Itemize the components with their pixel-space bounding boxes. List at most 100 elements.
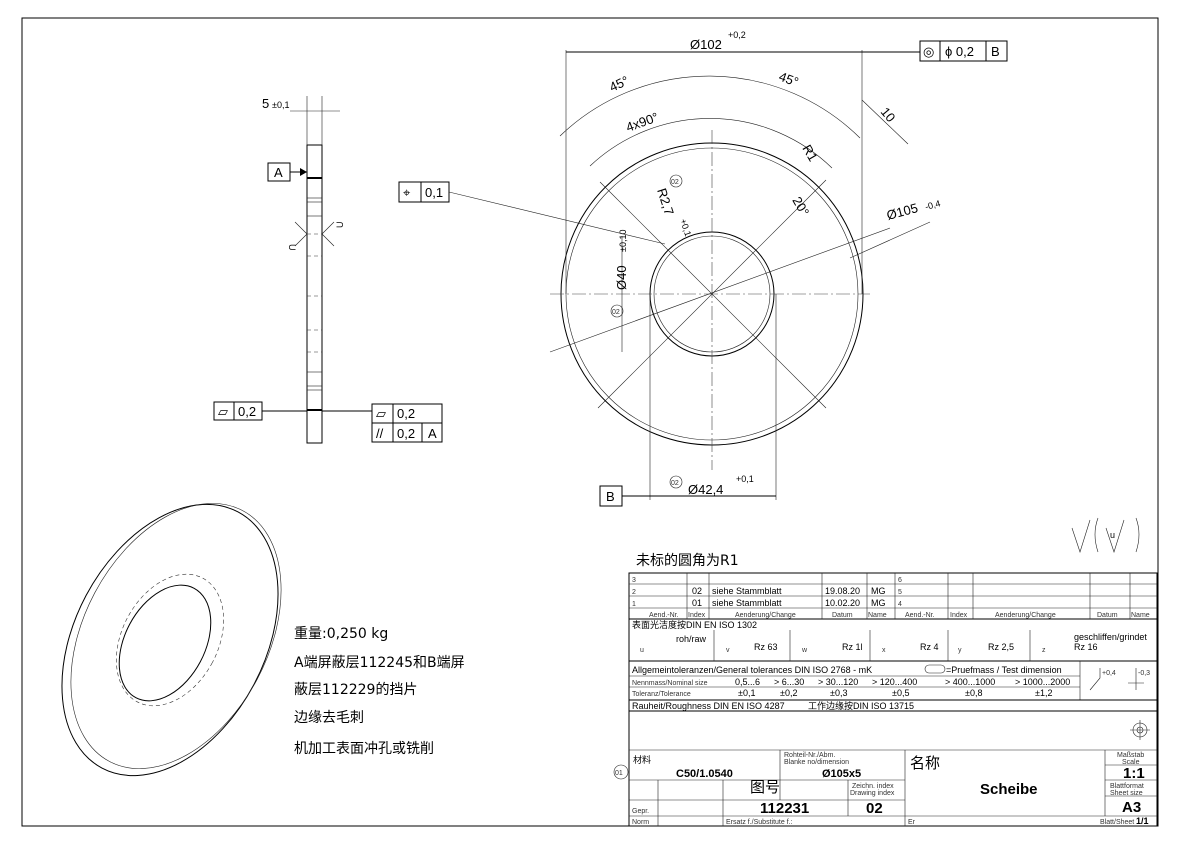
svg-text:x: x — [882, 647, 886, 654]
datum-b-label: B — [606, 489, 615, 504]
svg-text:y: y — [958, 647, 962, 654]
title-block: 3 6 2 02 siehe Stammblatt 19.08.20 MG 5 … — [628, 572, 1158, 827]
svg-text:w: w — [801, 647, 808, 654]
svg-text:Name: Name — [868, 612, 887, 619]
note-line-2: 蔽层112229的挡片 — [294, 682, 417, 698]
side-view: 5 ±0,1 A U U ▱ 0,2 ▱ 0,2 // 0,2 A — [213, 96, 443, 444]
svg-text:MG: MG — [871, 586, 886, 596]
scale-label-2: Scale — [1122, 759, 1140, 766]
svg-text:±0,5: ±0,5 — [892, 688, 909, 698]
thickness-dim: 5 — [262, 96, 269, 111]
target-icon — [1130, 720, 1150, 740]
svg-text:3: 3 — [632, 577, 636, 584]
blank-label-2: Blanke no/dimension — [784, 759, 849, 766]
svg-text:01: 01 — [692, 598, 702, 608]
concentricity-frame: ◎ ϕ 0,2 B — [919, 40, 1008, 62]
change-row-1: 1 01 siehe Stammblatt 10.02.20 MG 4 — [632, 598, 902, 608]
name-label: 名称 — [910, 754, 940, 772]
change-marker-icon — [669, 174, 683, 188]
sheet-size-label-1: Blattformat — [1110, 783, 1144, 790]
dim-notch-radius-tol: +0,1 — [678, 218, 693, 238]
svg-text:roh/raw: roh/raw — [676, 634, 707, 644]
change-headers: Aend.-Nr. Index Aenderung/Change Datum N… — [649, 612, 1150, 619]
svg-text:> 400...1000: > 400...1000 — [945, 677, 995, 687]
svg-text:Rz 2,5: Rz 2,5 — [988, 642, 1014, 652]
svg-text:Aenderung/Change: Aenderung/Change — [995, 612, 1056, 619]
er-label: Er — [908, 819, 916, 826]
svg-text:10.02.20: 10.02.20 — [825, 598, 860, 608]
svg-text:±0,2: ±0,2 — [780, 688, 797, 698]
dim-slot-width: 10 — [878, 104, 899, 125]
svg-text:±0,3: ±0,3 — [830, 688, 847, 698]
svg-text:u: u — [1110, 530, 1115, 540]
dim-angle-right: 45° — [777, 69, 801, 90]
datum-a-label: A — [274, 165, 283, 180]
drawing-no-label: 图号 — [750, 778, 780, 796]
dim-slot-pattern: 4x90° — [624, 109, 661, 135]
dim-slot-radius: R1 — [799, 142, 820, 164]
svg-text:1: 1 — [632, 601, 636, 608]
svg-text:z: z — [1042, 647, 1046, 654]
blank-label-1: Rohteil-Nr./Abm. — [784, 752, 835, 759]
notes: 未标的圆角为R1 重量:0,250 kg A端屏蔽层112245和B端屏 蔽层1… — [294, 553, 739, 780]
svg-text:6: 6 — [898, 577, 902, 584]
part-name: Scheibe — [980, 781, 1038, 798]
dim-dia-102: Ø102 — [690, 37, 722, 52]
svg-text:Index: Index — [950, 612, 968, 619]
svg-text:Datum: Datum — [832, 612, 853, 619]
dim-dia-102-tol: +0,2 — [728, 30, 746, 40]
svg-text:Datum: Datum — [1097, 612, 1118, 619]
surface-title: 表面光洁度按DIN EN ISO 1302 — [632, 619, 757, 630]
note-line-1: A端屏蔽层112245和B端屏 — [294, 655, 465, 671]
change-marker-label-3: 02 — [671, 480, 679, 487]
svg-text:> 120...400: > 120...400 — [872, 677, 917, 687]
nominal-label: Nennmass/Nominal size — [632, 680, 708, 687]
svg-text:Name: Name — [1131, 612, 1150, 619]
svg-text:±0,8: ±0,8 — [965, 688, 982, 698]
svg-text:Aenderung/Change: Aenderung/Change — [735, 612, 796, 619]
surface-u-right: U — [335, 222, 345, 229]
change-row-2: 2 02 siehe Stammblatt 19.08.20 MG 5 — [632, 586, 902, 596]
ground-label: geschliffen/grindet — [1074, 632, 1147, 642]
dim-inner-dia-tol: ±0,10 — [618, 230, 628, 252]
svg-text:Aend.-Nr.: Aend.-Nr. — [905, 612, 935, 619]
dim-slot-angle: 20° — [789, 194, 812, 219]
dim-notch-dia: Ø42,4 — [688, 482, 723, 497]
svg-text:⌖: ⌖ — [403, 185, 411, 200]
dim-dia-105: Ø105 — [885, 200, 920, 223]
dim-notch-radius: R2,7 — [654, 186, 677, 217]
drawing-number: 112231 — [760, 800, 809, 817]
svg-text:19.08.20: 19.08.20 — [825, 586, 860, 596]
svg-text:Index: Index — [688, 612, 706, 619]
tolerance-label: Toleranz/Tolerance — [632, 691, 691, 698]
svg-text:> 6...30: > 6...30 — [774, 677, 804, 687]
svg-text:A: A — [428, 426, 437, 441]
surface-u-left: U — [287, 244, 297, 251]
svg-text:4: 4 — [898, 601, 902, 608]
svg-text:> 1000...2000: > 1000...2000 — [1015, 677, 1070, 687]
norm-label: Norm — [632, 819, 649, 826]
dim-notch-dia-tol: +0,1 — [736, 474, 754, 484]
dim-dia-105-tol: -0,4 — [924, 198, 942, 212]
svg-text:0,2: 0,2 — [238, 404, 256, 419]
substitute-label: Ersatz f./Substitute f.: — [726, 819, 793, 826]
svg-text:Rz 63: Rz 63 — [754, 642, 778, 652]
note-radius: 未标的圆角为R1 — [636, 553, 739, 569]
test-dimension: =Pruefmass / Test dimension — [946, 665, 1062, 675]
thickness-tol: ±0,1 — [272, 100, 289, 110]
sheet-size-label-2: Sheet size — [1110, 790, 1143, 797]
svg-text:Aend.-Nr.: Aend.-Nr. — [649, 612, 679, 619]
tolerances: ±0,1 ±0,2 ±0,3 ±0,5 ±0,8 ±1,2 — [738, 688, 1052, 698]
surface-symbols: u roh/raw v Rz 63 w Rz 1l x Rz 4 y Rz 2,… — [640, 630, 1147, 661]
datum-b-box — [599, 485, 623, 507]
dim-angle-left: 45° — [607, 73, 631, 95]
scale-label-1: Maßstab — [1117, 752, 1144, 759]
general-tolerances: Allgemeintoleranzen/General tolerances D… — [632, 665, 872, 675]
svg-text:2: 2 — [632, 589, 636, 596]
svg-text:Rz 1l: Rz 1l — [842, 642, 863, 652]
isometric-view — [61, 503, 282, 777]
edge-plus: +0,4 — [1102, 670, 1116, 677]
note-line-4: 机加工表面冲孔或铣削 — [294, 741, 434, 757]
svg-text:±1,2: ±1,2 — [1035, 688, 1052, 698]
